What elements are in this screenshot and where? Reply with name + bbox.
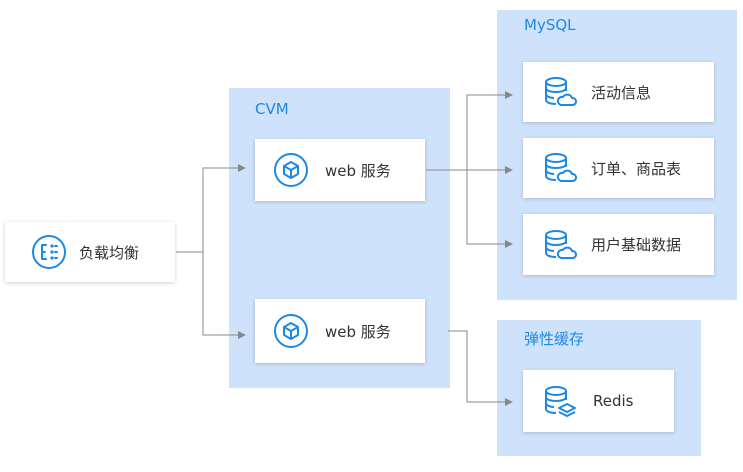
cache-group-title: 弹性缓存 [524, 330, 585, 348]
lb-to-web-2-connector [202, 252, 246, 339]
web-service-node-1[interactable]: web 服务 [255, 139, 425, 201]
cube-service-icon [273, 152, 309, 188]
mysql-item-activity[interactable]: 活动信息 [523, 62, 714, 122]
mysql-item-users[interactable]: 用户基础数据 [523, 214, 714, 275]
web-2-to-redis-connector [448, 330, 513, 406]
lb-to-web-1-connector [176, 164, 246, 253]
web-service-label: web 服务 [325, 322, 391, 341]
layered-database-icon [541, 383, 577, 419]
cube-service-icon [273, 313, 309, 349]
mysql-group-title: MySQL [524, 16, 576, 34]
mysql-item-label: 活动信息 [591, 83, 652, 102]
web-service-label: web 服务 [325, 161, 391, 180]
cloud-database-icon [541, 150, 577, 186]
cloud-database-icon [541, 227, 577, 263]
cache-item-label: Redis [593, 392, 634, 410]
load-balancer-node[interactable]: 负载均衡 [5, 222, 175, 282]
cloud-database-icon [541, 74, 577, 110]
cache-item-redis[interactable]: Redis [523, 370, 674, 432]
load-balancer-icon [31, 234, 67, 270]
cvm-group-title: CVM [255, 100, 289, 118]
mysql-item-orders[interactable]: 订单、商品表 [523, 138, 714, 198]
load-balancer-label: 负载均衡 [79, 243, 140, 262]
web-1-to-users-connector [466, 170, 513, 248]
web-service-node-2[interactable]: web 服务 [255, 299, 425, 363]
mysql-item-label: 订单、商品表 [591, 159, 682, 178]
web-1-to-activity-connector [426, 91, 513, 171]
mysql-item-label: 用户基础数据 [591, 236, 682, 254]
